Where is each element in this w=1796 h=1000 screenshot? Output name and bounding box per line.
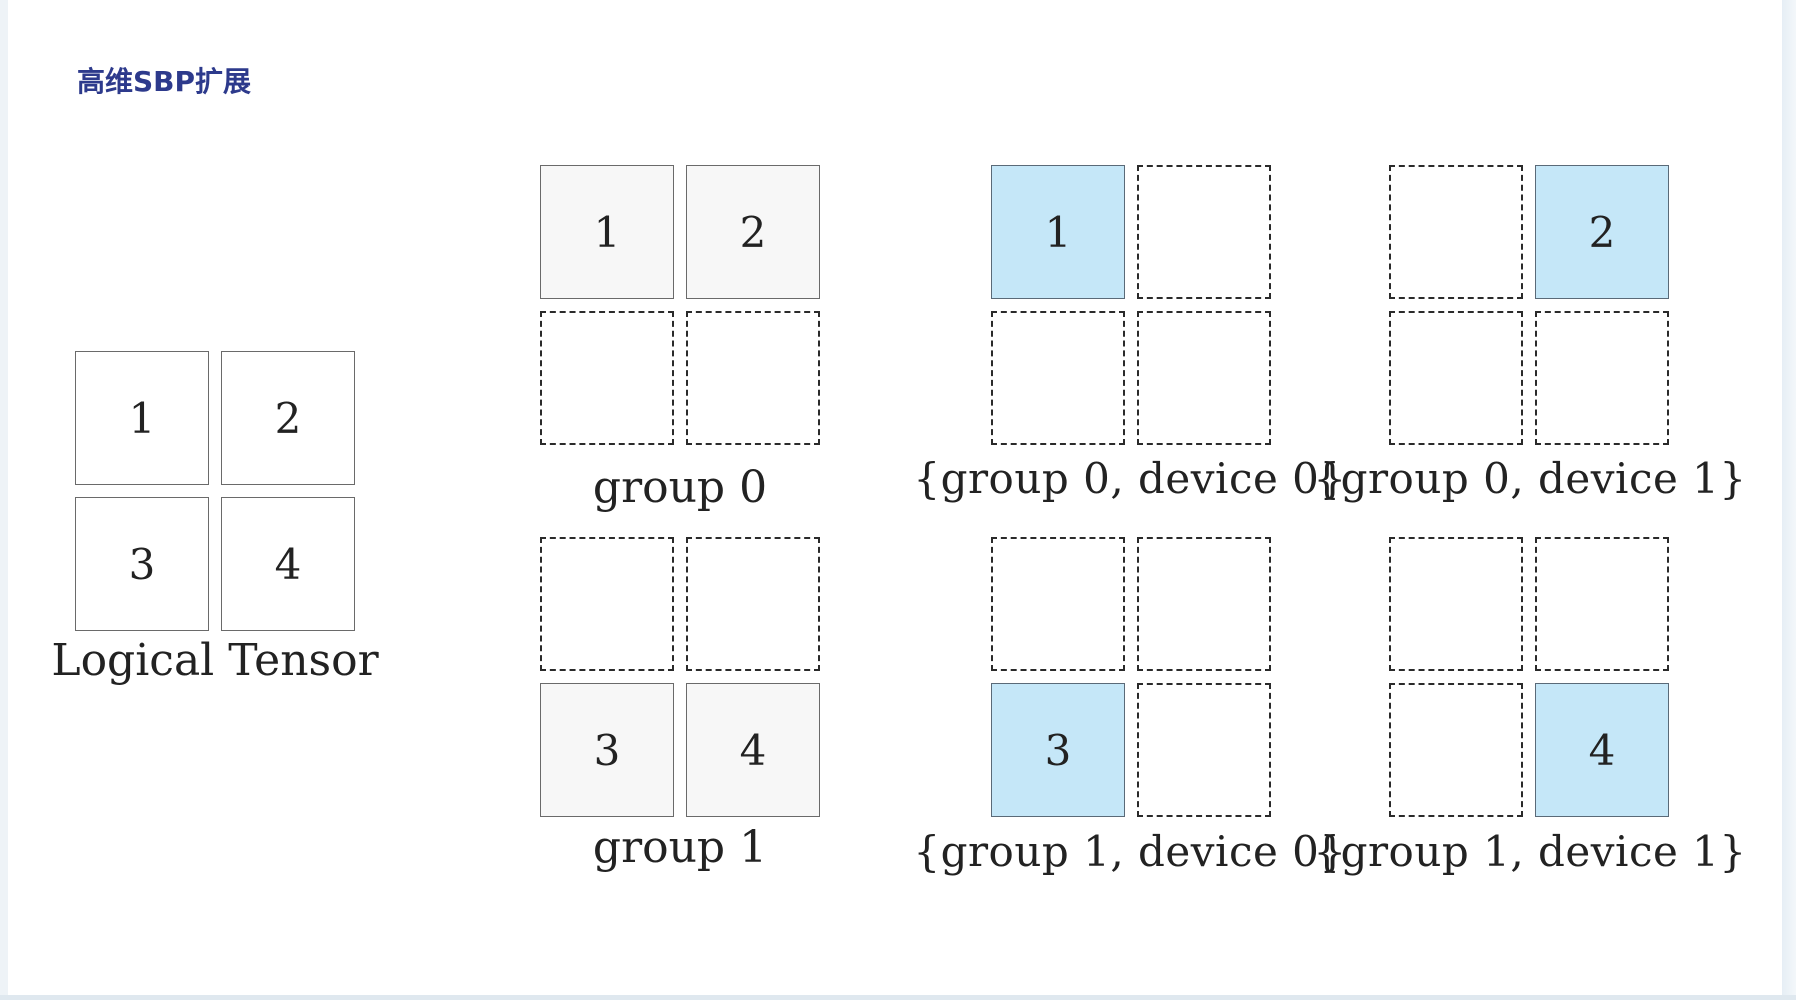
device-0-0-cell: 1 [991, 165, 1125, 299]
device-0-1-caption: {group 0, device 1} [1313, 454, 1747, 503]
device-0-0-empty-cell [991, 311, 1125, 445]
device-1-0-caption: {group 1, device 0} [913, 827, 1347, 876]
device-1-1-empty-cell [1535, 537, 1669, 671]
group-0-empty-cell [540, 311, 674, 445]
group-0-cell: 1 [540, 165, 674, 299]
device-0-1-cell: 2 [1535, 165, 1669, 299]
device-1-0-empty-cell [1137, 683, 1271, 817]
slide-edge-bottom [0, 995, 1796, 1000]
logical-tensor-cell: 3 [75, 497, 209, 631]
device-0-0-caption: {group 0, device 0} [913, 454, 1347, 503]
device-1-1-empty-cell [1389, 683, 1523, 817]
group-0-caption: group 0 [592, 462, 768, 513]
device-1-1-caption: {group 1, device 1} [1313, 827, 1747, 876]
logical-tensor-cell: 4 [221, 497, 355, 631]
device-0-0-empty-cell [1137, 165, 1271, 299]
device-1-0-empty-cell [991, 537, 1125, 671]
slide-edge-right [1782, 0, 1796, 1000]
device-1-1-empty-cell [1389, 537, 1523, 671]
device-0-0-empty-cell [1137, 311, 1271, 445]
group-1-empty-cell [540, 537, 674, 671]
device-1-0-empty-cell [1137, 537, 1271, 671]
group-0-cell: 2 [686, 165, 820, 299]
logical-tensor-cell: 2 [221, 351, 355, 485]
device-0-1-empty-cell [1389, 311, 1523, 445]
device-0-1-empty-cell [1535, 311, 1669, 445]
slide-title: 高维SBP扩展 [77, 65, 252, 98]
group-1-caption: group 1 [592, 822, 768, 873]
group-1-empty-cell [686, 537, 820, 671]
group-1-cell: 3 [540, 683, 674, 817]
logical-tensor-caption: Logical Tensor [51, 635, 379, 686]
group-0-empty-cell [686, 311, 820, 445]
logical-tensor-cell: 1 [75, 351, 209, 485]
group-1-cell: 4 [686, 683, 820, 817]
device-0-1-empty-cell [1389, 165, 1523, 299]
device-1-0-cell: 3 [991, 683, 1125, 817]
device-1-1-cell: 4 [1535, 683, 1669, 817]
